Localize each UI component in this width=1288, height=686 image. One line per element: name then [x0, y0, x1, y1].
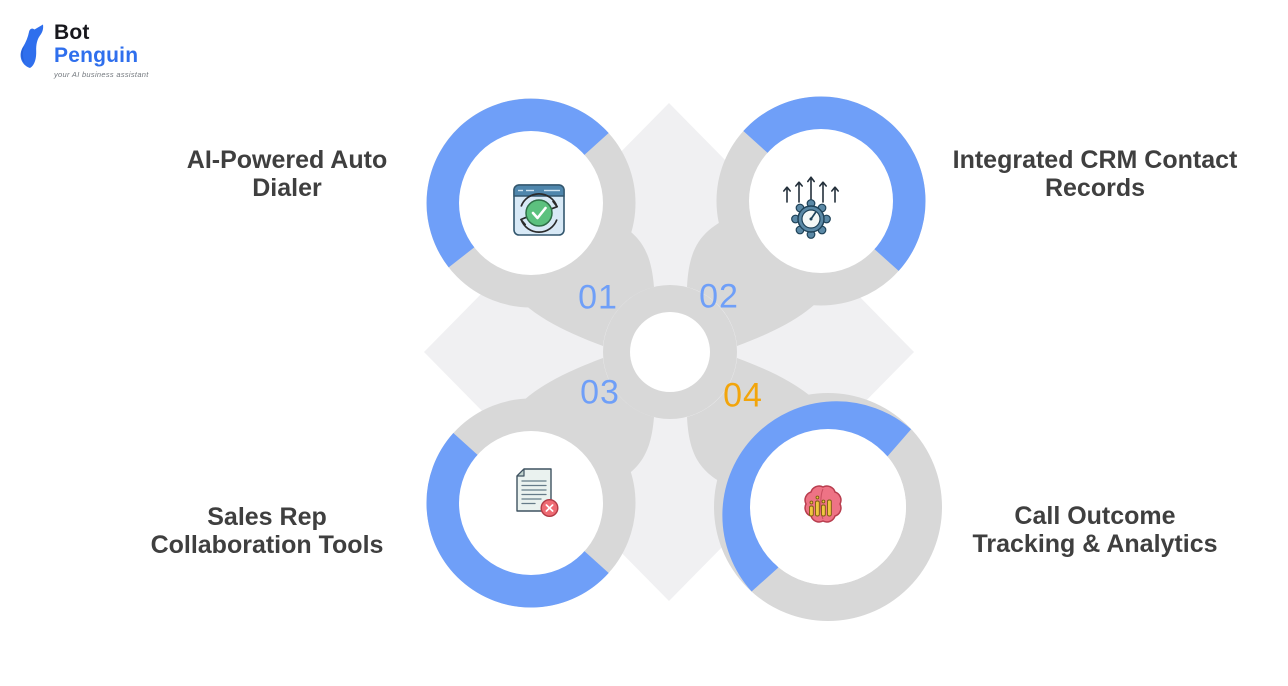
browser-sync-check-icon	[513, 184, 565, 236]
step-number-02: 02	[699, 277, 739, 316]
blue-arc-top-left	[426, 98, 609, 268]
step-number-01: 01	[578, 278, 618, 317]
label-line: Call Outcome	[1014, 502, 1176, 530]
blue-arc-bottom-left	[426, 433, 609, 608]
label-line: Dialer	[252, 174, 322, 202]
label-call-outcome-tracking-analytics: Call Outcome Tracking & Analytics	[973, 502, 1218, 558]
label-ai-powered-auto-dialer: AI-Powered Auto Dialer	[187, 146, 387, 202]
step-number-03: 03	[580, 373, 620, 412]
gear-clock-up-arrows-icon	[783, 176, 839, 239]
logo-text: Bot Penguin your AI business assistant	[54, 22, 149, 79]
penguin-flipper	[21, 46, 25, 63]
brain-analytics-icon	[804, 485, 842, 523]
label-line: Records	[1044, 174, 1146, 202]
label-integrated-crm-contact-records: Integrated CRM Contact Records	[953, 146, 1238, 202]
label-line: Integrated CRM Contact	[952, 146, 1238, 174]
label-line: AI-Powered Auto	[186, 146, 388, 174]
penguin-body	[20, 24, 44, 68]
blue-arc-bottom-right	[722, 401, 912, 592]
hub-hole	[630, 312, 710, 392]
ring-interior-top-right	[749, 129, 893, 273]
ring-blue-arcs	[426, 96, 926, 608]
blue-arc-top-right	[743, 96, 926, 271]
step-number-04: 04	[723, 376, 763, 415]
label-sales-rep-collaboration-tools: Sales Rep Collaboration Tools	[151, 503, 384, 559]
botpenguin-logo: Bot Penguin your AI business assistant	[16, 22, 149, 79]
logo-brand-penguin: Penguin	[54, 44, 139, 67]
logo-brand-bot: Bot	[54, 21, 90, 44]
label-line: Collaboration Tools	[150, 531, 384, 559]
label-line: Tracking & Analytics	[972, 530, 1218, 558]
penguin-logo-icon	[20, 24, 44, 68]
document-error-icon	[516, 468, 559, 518]
label-line: Sales Rep	[207, 503, 327, 531]
logo-tagline: your AI business assistant	[54, 70, 149, 79]
